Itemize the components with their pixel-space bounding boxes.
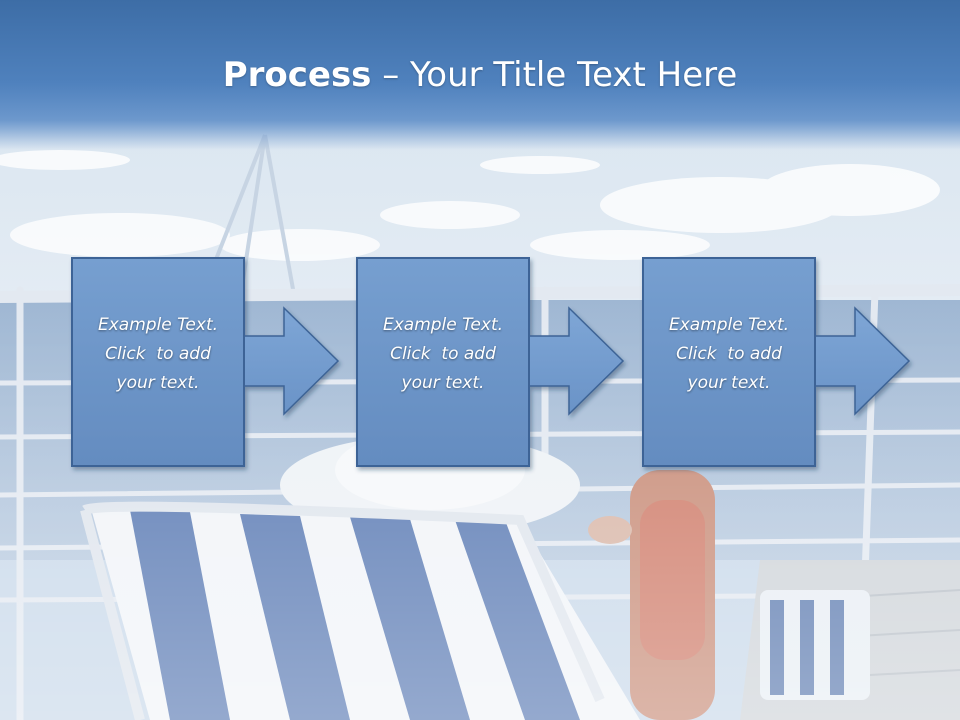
arrow-shape-1 (243, 306, 340, 416)
step-text-3[interactable]: Example Text. Click to add your text. (643, 311, 815, 398)
title-regular-part: – Your Title Text Here (371, 55, 738, 95)
title-bold-part: Process (222, 55, 372, 95)
step-box-1 (71, 257, 245, 467)
process-step-2[interactable] (356, 257, 625, 467)
step-3-line-2: Click to add (676, 344, 782, 364)
step-3-line-1: Example Text. (668, 315, 790, 335)
step-text-1[interactable]: Example Text. Click to add your text. (72, 311, 244, 398)
step-2-line-2: Click to add (390, 344, 496, 364)
step-3-line-3: your text. (687, 373, 771, 393)
step-box-3 (642, 257, 816, 467)
process-step-3[interactable] (642, 257, 911, 467)
step-1-line-2: Click to add (105, 344, 211, 364)
title-band (0, 0, 960, 150)
arrow-shape-2 (528, 306, 625, 416)
step-text-2[interactable]: Example Text. Click to add your text. (357, 311, 529, 398)
step-2-line-3: your text. (401, 373, 485, 393)
step-1-line-3: your text. (116, 373, 200, 393)
arrow-shape-3 (814, 306, 911, 416)
slide-title[interactable]: Process – Your Title Text Here (0, 52, 960, 98)
step-1-line-1: Example Text. (97, 315, 219, 335)
process-step-1[interactable] (71, 257, 340, 467)
step-box-2 (356, 257, 530, 467)
step-2-line-1: Example Text. (382, 315, 504, 335)
